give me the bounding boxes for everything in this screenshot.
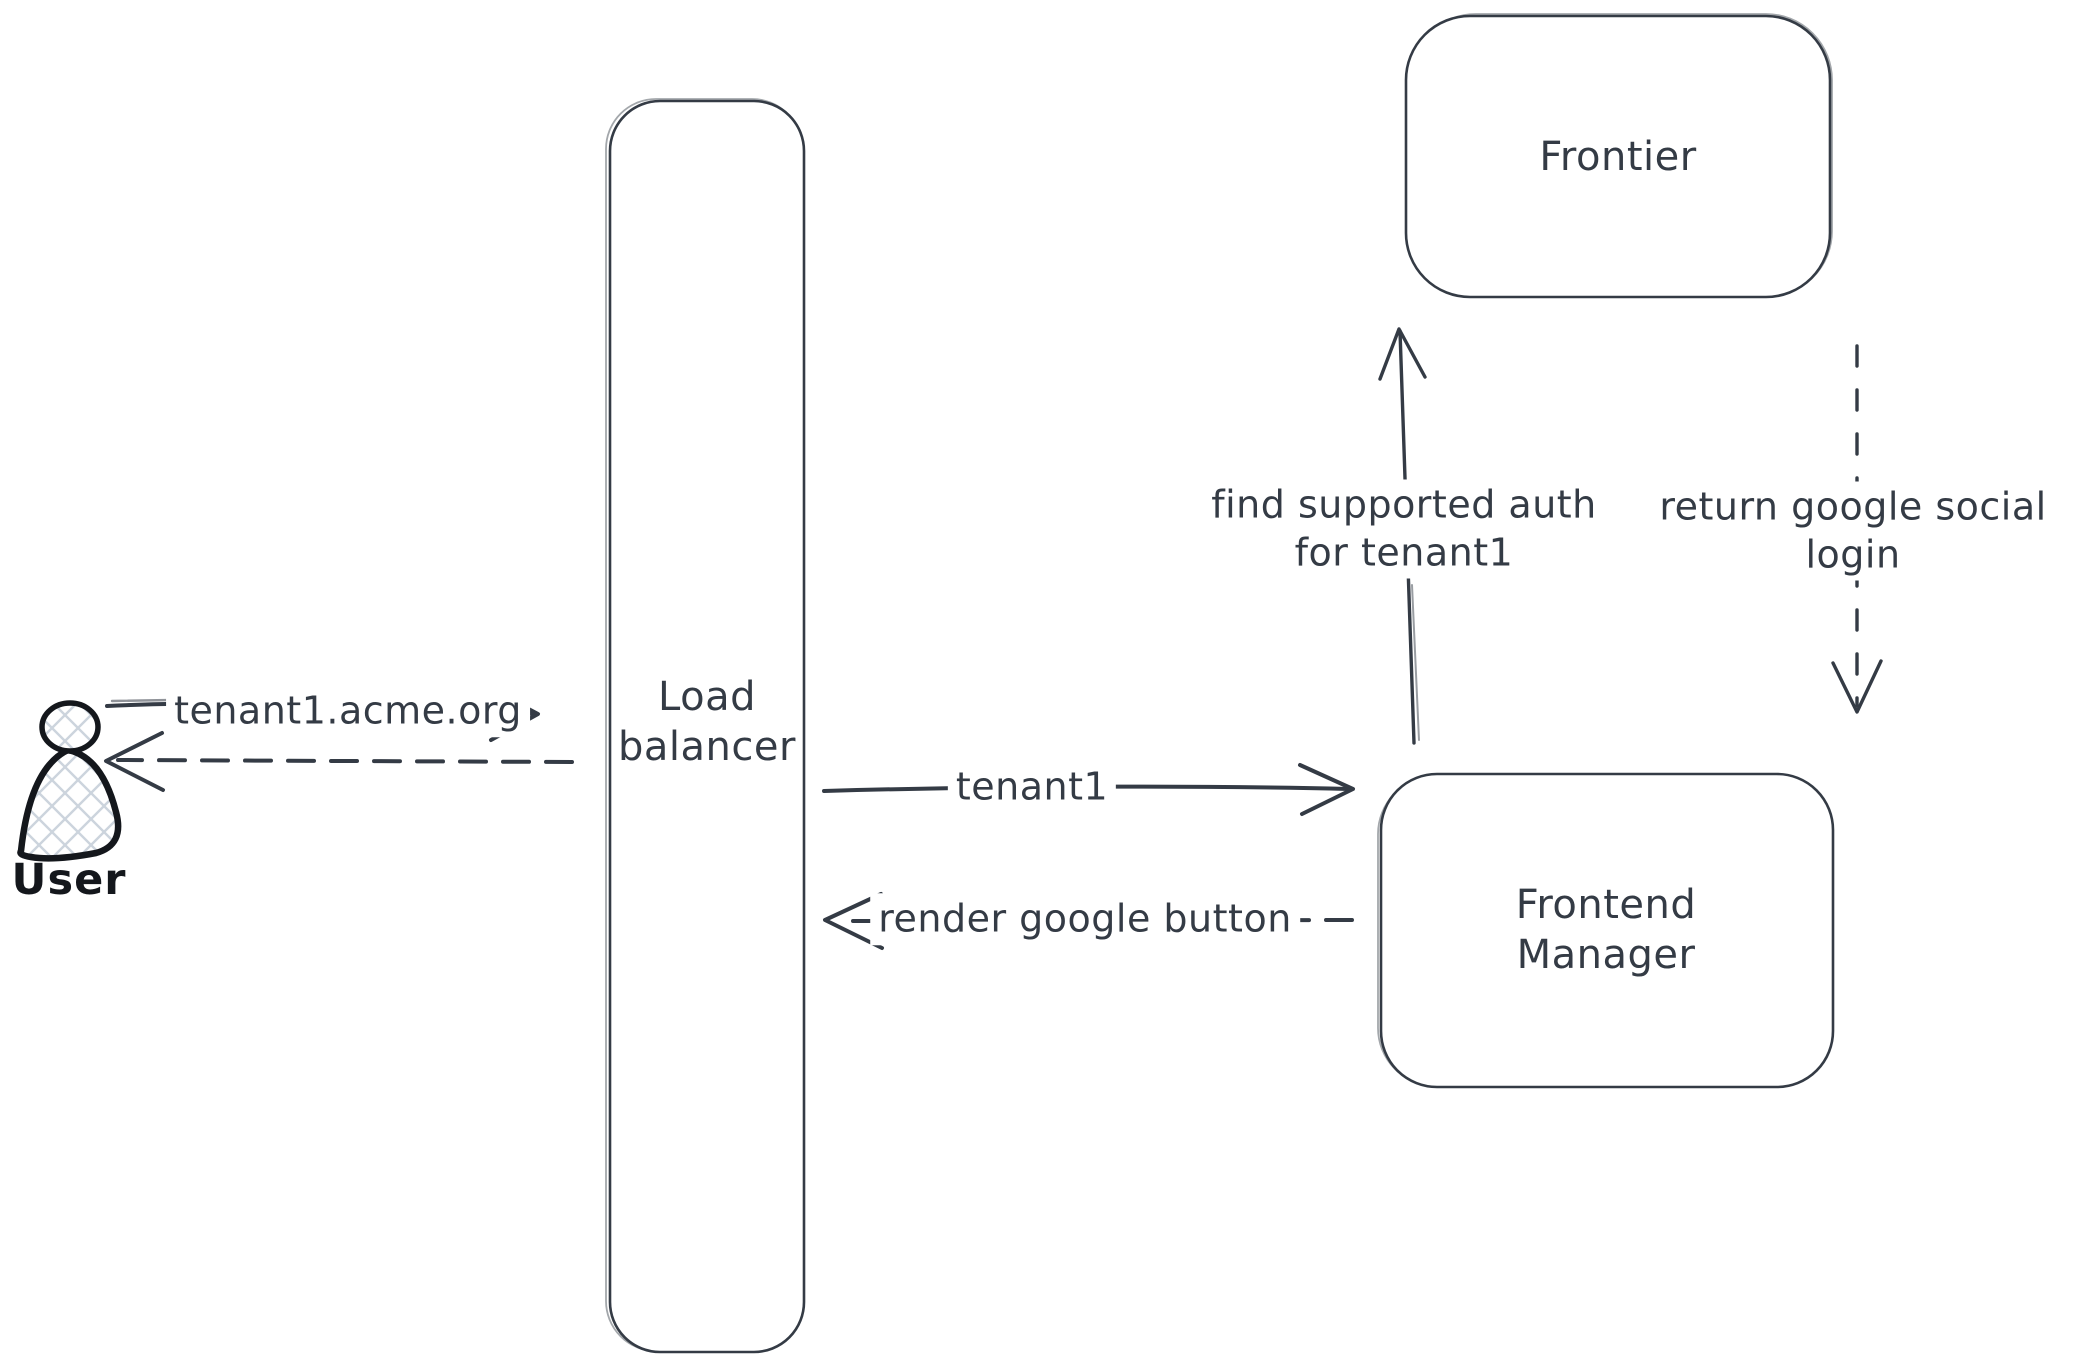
arrow-load-balancer-to-user <box>104 731 574 792</box>
user-body <box>17 746 122 862</box>
arrowhead-right <box>1298 763 1355 816</box>
message-label-tenant1: tenant1 <box>947 761 1117 813</box>
arrowhead-left <box>104 731 165 792</box>
load-balancer-box <box>605 98 806 1354</box>
frontend-manager-box-outline <box>1379 772 1835 1089</box>
frontier-box <box>1404 13 1833 299</box>
message-label-find-supported-auth: find supported auth for tenant1 <box>1191 479 1617 579</box>
user-label: User <box>11 855 127 906</box>
frontier-label: Frontier <box>1539 134 1697 180</box>
user-icon <box>17 700 122 862</box>
arrowhead-up <box>1378 327 1427 381</box>
arrowhead-left <box>823 892 884 950</box>
message-label-render-google-button: render google button <box>870 893 1300 945</box>
user-head <box>39 700 101 754</box>
load-balancer-label: Load balancer <box>618 674 796 770</box>
arrowhead-down <box>1831 659 1883 714</box>
message-label-tenant1-acme-org: tenant1.acme.org <box>166 685 530 737</box>
load-balancer-box-outline <box>608 99 806 1354</box>
frontend-manager-box <box>1377 772 1835 1089</box>
message-label-return-google-social-login: return google social login <box>1635 481 2071 581</box>
frontend-manager-label: Frontend Manager <box>1515 882 1697 978</box>
frontier-box-outline <box>1404 14 1832 299</box>
